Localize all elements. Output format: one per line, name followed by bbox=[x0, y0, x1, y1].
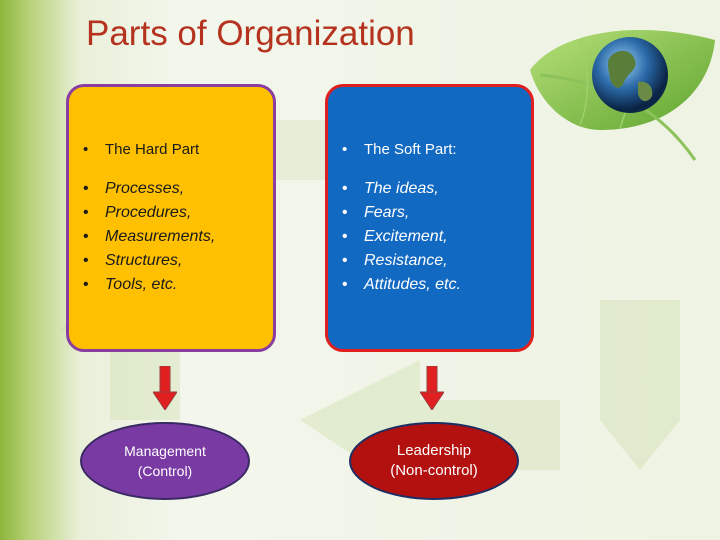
hard-part-heading: • The Hard Part bbox=[83, 141, 273, 158]
list-item: •Resistance, bbox=[342, 252, 531, 276]
soft-part-list: •The ideas, •Fears, •Excitement, •Resist… bbox=[342, 180, 531, 300]
list-item-text: Fears, bbox=[364, 204, 410, 221]
list-item-text: Excitement, bbox=[364, 228, 448, 245]
management-sublabel: (Control) bbox=[137, 463, 193, 479]
bullet: • bbox=[342, 141, 348, 158]
list-item-text: Tools, etc. bbox=[105, 276, 178, 293]
list-item: •Processes, bbox=[83, 180, 273, 204]
management-oval: Management (Control) bbox=[80, 422, 250, 500]
list-item: •Measurements, bbox=[83, 228, 273, 252]
list-item: •Excitement, bbox=[342, 228, 531, 252]
list-item: •Tools, etc. bbox=[83, 276, 273, 300]
slide-title: Parts of Organization bbox=[86, 14, 415, 53]
bullet: • bbox=[83, 141, 89, 158]
management-label: Management bbox=[124, 443, 206, 459]
list-item: •Structures, bbox=[83, 252, 273, 276]
soft-part-heading: • The Soft Part: bbox=[342, 141, 531, 158]
list-item-text: Resistance, bbox=[364, 252, 448, 269]
list-item-text: Processes, bbox=[105, 180, 185, 197]
hard-part-heading-text: The Hard Part bbox=[105, 141, 200, 158]
list-item-text: Measurements, bbox=[105, 228, 216, 245]
list-item: •Procedures, bbox=[83, 204, 273, 228]
leadership-sublabel: (Non-control) bbox=[390, 462, 478, 479]
leadership-oval: Leadership (Non-control) bbox=[349, 422, 519, 500]
soft-part-heading-text: The Soft Part: bbox=[364, 141, 457, 158]
soft-part-panel: • The Soft Part: •The ideas, •Fears, •Ex… bbox=[325, 84, 534, 352]
hard-part-panel: • The Hard Part •Processes, •Procedures,… bbox=[66, 84, 276, 352]
list-item: •Attitudes, etc. bbox=[342, 276, 531, 300]
leadership-label: Leadership bbox=[396, 442, 472, 459]
list-item: •Fears, bbox=[342, 204, 531, 228]
globe-leaf-icon bbox=[530, 29, 715, 161]
list-item-text: Attitudes, etc. bbox=[364, 276, 461, 293]
list-item-text: Structures, bbox=[105, 252, 183, 269]
down-arrow-icon bbox=[420, 366, 444, 410]
list-item-text: Procedures, bbox=[105, 204, 192, 221]
down-arrow-icon bbox=[153, 366, 177, 410]
hard-part-list: •Processes, •Procedures, •Measurements, … bbox=[83, 180, 273, 300]
list-item-text: The ideas, bbox=[364, 180, 439, 197]
list-item: •The ideas, bbox=[342, 180, 531, 204]
